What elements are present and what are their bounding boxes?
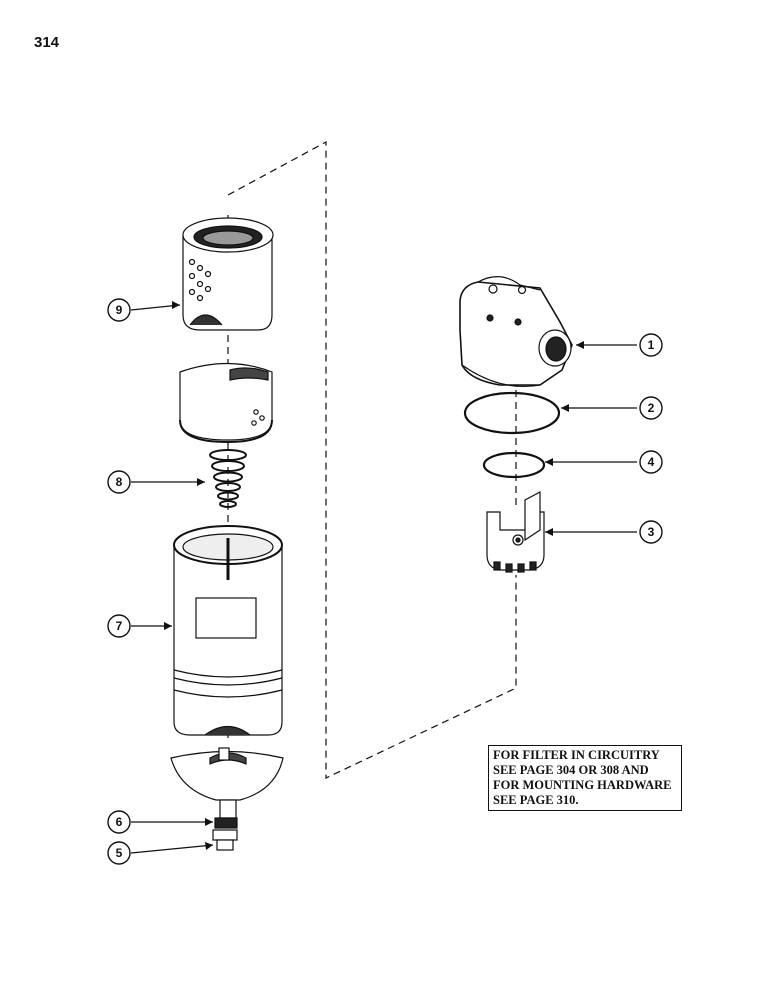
page-number: 314: [34, 34, 60, 51]
reference-note: FOR FILTER IN CIRCUITRY SEE PAGE 304 OR …: [488, 745, 682, 811]
filter-element-upper: [182, 217, 274, 331]
callout-5: 5: [116, 846, 123, 860]
leader-lines: [130, 304, 637, 854]
note-line: SEE PAGE 310.: [493, 793, 579, 807]
callout-4: 4: [648, 455, 655, 469]
callout-2: 2: [648, 401, 655, 415]
filter-element-lower: [179, 362, 273, 444]
callout-3: 3: [648, 525, 655, 539]
leader-arrowheads: [164, 301, 584, 850]
callout-8: 8: [116, 475, 123, 489]
drain-plug-5: [212, 829, 238, 851]
spring: [209, 449, 247, 508]
callout-9: 9: [116, 303, 123, 317]
callout-1: 1: [648, 338, 655, 352]
note-line: SEE PAGE 304 OR 308 AND: [493, 763, 649, 777]
note-line: FOR MOUNTING HARDWARE: [493, 778, 672, 792]
callout-circles: [107, 298, 663, 865]
filter-bowl: [170, 747, 284, 819]
o-ring-6: [214, 817, 238, 829]
o-ring-small: [482, 451, 546, 479]
o-ring-large: [463, 391, 561, 435]
callout-6: 6: [116, 815, 123, 829]
callout-7: 7: [116, 619, 123, 633]
filter-canister: [173, 525, 283, 736]
adapter: [486, 491, 545, 573]
note-line: FOR FILTER IN CIRCUITRY: [493, 748, 660, 762]
filter-head: [459, 276, 573, 388]
